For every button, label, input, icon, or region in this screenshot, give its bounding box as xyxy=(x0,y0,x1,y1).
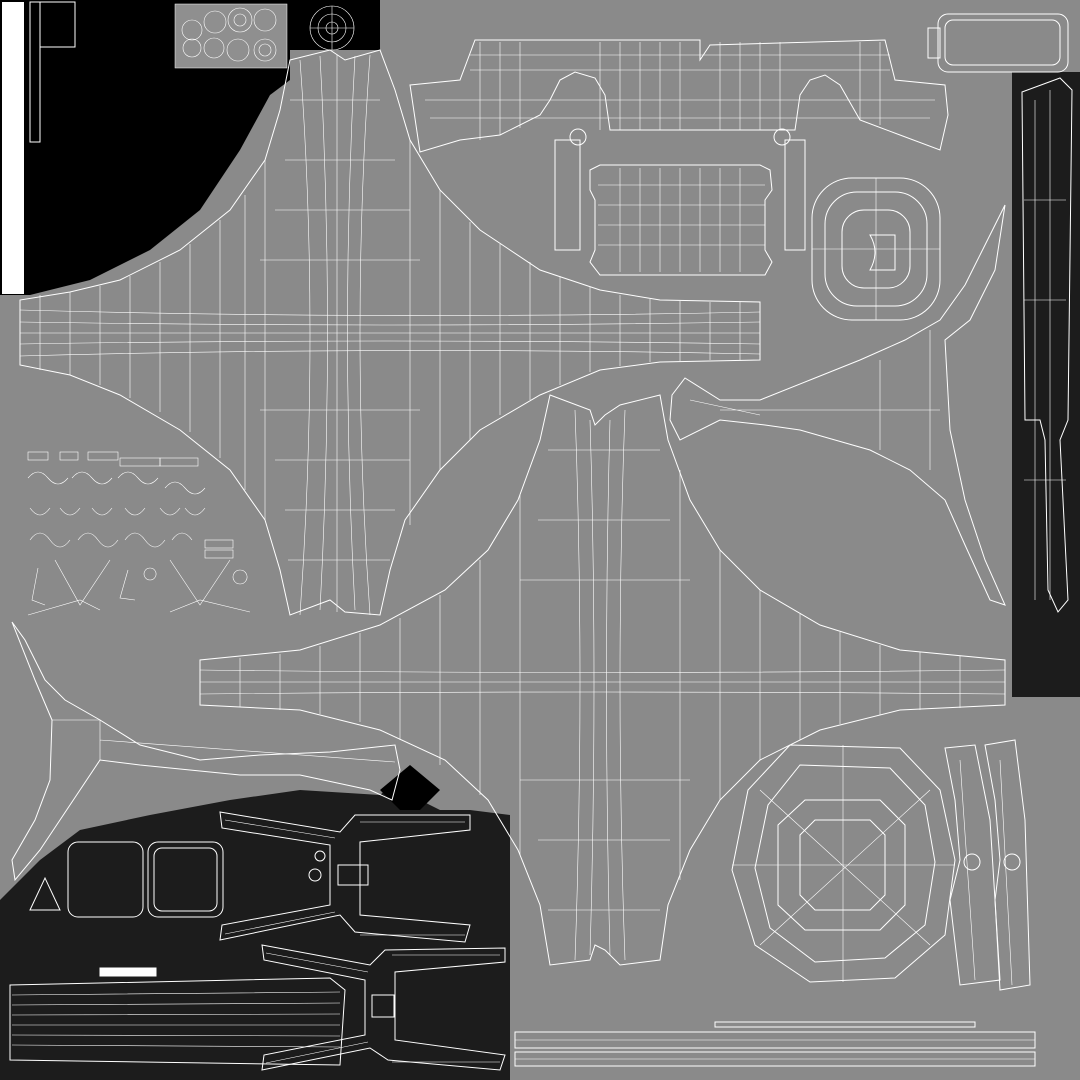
dark-region-bottom-left xyxy=(0,770,510,1080)
long-plank xyxy=(9,967,346,1066)
gear-discs xyxy=(174,3,355,69)
small-bolts xyxy=(27,451,251,616)
dome-cap-small xyxy=(811,177,941,321)
arch-lattice-top xyxy=(409,39,949,153)
rounded-boxes xyxy=(29,841,224,918)
brace-arm-right xyxy=(669,204,1006,606)
dark-region-bottom-left-black xyxy=(380,765,440,810)
cross-brace-lower-a xyxy=(219,811,471,943)
thin-strip-column xyxy=(2,1,76,294)
vertical-strips-right xyxy=(944,739,1031,991)
small-card-top-right xyxy=(927,13,1069,73)
dark-region-top-strip xyxy=(288,0,380,50)
cross-brace-lower-b xyxy=(261,944,506,1071)
railing-panel xyxy=(554,128,806,276)
tower-leg-lower-x xyxy=(199,394,1006,966)
dome-cap-large xyxy=(731,744,956,983)
tower-leg-upper-x xyxy=(19,49,761,616)
vertical-pillar-right xyxy=(1021,77,1073,613)
dark-region-top-left xyxy=(0,0,290,295)
long-rails-bottom xyxy=(514,1021,1036,1067)
brace-arm-left xyxy=(11,621,401,882)
